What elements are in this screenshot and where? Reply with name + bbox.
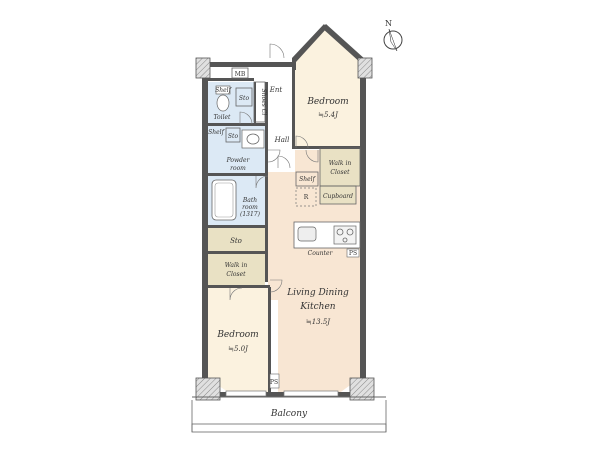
shoes-cl-box [253, 81, 266, 123]
door-powder [267, 149, 281, 163]
washbasin [246, 133, 260, 145]
cupboard-label: Cupboard [323, 193, 353, 200]
door-bath [255, 175, 269, 189]
wall-west [202, 58, 208, 398]
wall-toilet-south [208, 123, 268, 126]
bedroom-north-name: Bedroom [306, 97, 348, 107]
hall-floor [266, 70, 292, 170]
bedroom-south-size: ≒5.0J [228, 345, 249, 353]
balcony [191, 396, 387, 433]
counter-label: Counter [308, 250, 334, 257]
cupboard-frame [319, 185, 357, 205]
door-walkin-upper [305, 149, 319, 163]
storage-center-floor [207, 228, 265, 252]
mb-label: MB [235, 71, 246, 78]
compass-needle-tail-icon [388, 28, 398, 52]
bath-room-line1: Bath [242, 197, 257, 204]
wall-powder-south [208, 173, 268, 176]
bedroom-south-name: Bedroom [216, 330, 258, 340]
wall-east [360, 60, 366, 390]
shelf-powder-label: Shelf [208, 129, 225, 136]
bathtub [211, 179, 237, 221]
ldk-name-line1: Living Dining [286, 288, 349, 298]
shelf-toilet-label: Shelf [215, 87, 232, 94]
wall-north-bedroom-left [292, 24, 327, 70]
vanity-counter [241, 129, 265, 149]
wall-bedroom-north-west [292, 62, 295, 148]
entrance-label: Ent [269, 86, 283, 94]
ps-lower-label: PS [270, 379, 278, 386]
sto-powder-box [225, 127, 241, 143]
column-se [349, 377, 375, 401]
refrigerator-label: R [304, 194, 309, 201]
column-sw [195, 377, 221, 401]
toilet-fixture [215, 85, 231, 112]
bath-room-line2: room [242, 204, 258, 211]
compass-label: N [385, 19, 392, 28]
wall-closet-south [208, 285, 270, 288]
ldk-size: ≒13.5J [306, 318, 331, 326]
shoes-cl-label: Shoes Cl [260, 89, 267, 116]
mb-box [231, 67, 249, 79]
wall-bedroom-north-south [292, 146, 362, 149]
wall-bedroom-south-east [268, 287, 271, 394]
storage-toilet-label: Sto [239, 95, 250, 102]
walkin-lower-line1: Walk in [225, 262, 248, 269]
south-window-bedroom [225, 390, 267, 397]
wall-mb-south [208, 78, 254, 81]
walkin-lower-line2: Closet [226, 271, 246, 278]
wall-service-east [265, 82, 268, 282]
wall-north-bedroom-right [322, 24, 366, 64]
bedroom-north-size: ≒5.4J [318, 111, 339, 119]
ps-kitchen-box [346, 248, 360, 258]
door-entrance [269, 43, 285, 59]
walkin-upper-line1: Walk in [329, 160, 352, 167]
door-bedroom-north [295, 135, 309, 149]
storage-powder-label: Sto [228, 133, 239, 140]
balcony-label: Balcony [270, 409, 308, 419]
walkin-upper-line2: Closet [330, 169, 350, 176]
bath-room-line3: (1317) [240, 211, 261, 218]
compass: N [383, 19, 403, 52]
walkin-closet-upper-floor [320, 148, 360, 186]
hall-label: Hall [274, 136, 290, 144]
powder-room-line1: Powder [226, 157, 251, 164]
wall-sto-south [208, 251, 268, 254]
door-toilet [239, 111, 253, 125]
column-nw [195, 57, 211, 79]
ldk-name-line2: Kitchen [299, 302, 335, 312]
wall-bath-south [208, 225, 268, 228]
shelf-ldk-frame [295, 171, 319, 187]
column-ne [357, 57, 373, 79]
refrigerator-frame [295, 187, 317, 207]
ps-lower-box [269, 373, 280, 389]
cooktop [333, 225, 357, 245]
south-window-ldk [283, 390, 339, 397]
door-hall-ldk [277, 155, 291, 169]
toilet-label: Toilet [214, 114, 232, 121]
storage-center-label: Sto [230, 237, 242, 245]
walkin-closet-lower-floor [207, 254, 265, 286]
powder-room-line2: room [230, 165, 246, 172]
ps-kitchen-label: PS [349, 250, 357, 257]
toilet-sto-box [235, 87, 253, 107]
bathtub-inner [214, 182, 234, 218]
wall-toilet-east [254, 82, 256, 124]
shelf-ldk-label: Shelf [299, 176, 316, 183]
kitchen-sink [297, 226, 317, 242]
door-closet-lower [229, 287, 243, 301]
cupboard-floor [320, 186, 356, 204]
bedroom-north-floor [292, 26, 362, 148]
ldk-floor [268, 150, 360, 394]
bedroom-south-floor [207, 287, 270, 392]
wall-north-service [202, 62, 292, 67]
door-bedroom-south [269, 279, 283, 293]
